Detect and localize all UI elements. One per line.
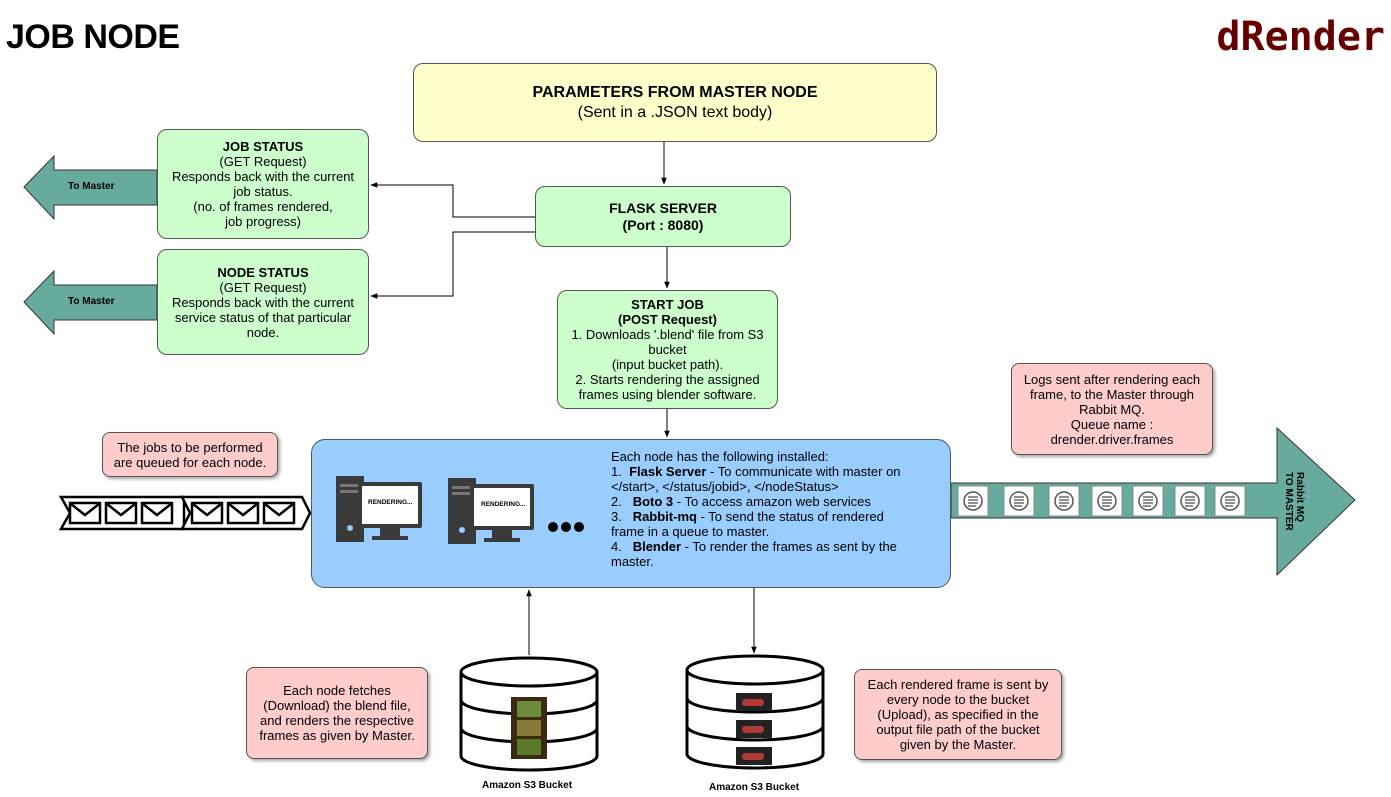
node-status-line: Responds back with the current (171, 294, 355, 310)
message-icon (1132, 485, 1164, 517)
film-icon (511, 697, 547, 759)
installed-software-list: Each node has the following installed: 1… (611, 449, 941, 569)
message-icon (1091, 485, 1123, 517)
ellipsis-icon (548, 522, 558, 532)
message-icon (1174, 485, 1206, 517)
job-status-line: (GET Request) (219, 154, 307, 169)
computer-icon (448, 478, 534, 544)
fetch-note-line: (Download) the blend file, (263, 698, 411, 713)
computers-group (336, 476, 584, 544)
logs-note: Logs sent after rendering each frame, to… (1011, 363, 1213, 455)
car-image-icon (736, 693, 772, 765)
queue-note-line: The jobs to be performed (117, 439, 263, 455)
rendering-label: RENDERING... (368, 499, 413, 506)
to-master-label: To Master (68, 296, 115, 307)
upload-note: Each rendered frame is sent by every nod… (854, 669, 1062, 760)
page-title: JOB NODE (6, 18, 180, 56)
start-job-method: (POST Request) (618, 312, 717, 327)
rabbit-mq-label: Rabbit MQ TO MASTER (1283, 472, 1305, 531)
rabbit-mq-label-line: Rabbit MQ (1294, 472, 1305, 522)
arrow-flask-to-node-status (370, 231, 535, 299)
job-status-line: Responds back with the current (171, 169, 355, 184)
installed-item: 4. Blender - To render the frames as sen… (611, 539, 897, 554)
upload-note-line: output file path of the bucket (876, 722, 1040, 737)
brand-logo: dRender (1216, 14, 1385, 60)
start-job-line: bucket (648, 342, 687, 357)
message-icon (1048, 485, 1080, 517)
params-title: PARAMETERS FROM MASTER NODE (532, 83, 818, 101)
upload-note-line: every node to the bucket (886, 692, 1030, 707)
params-subtitle: (Sent in a .JSON text body) (577, 103, 773, 121)
rabbit-mq-label-line: TO MASTER (1283, 472, 1294, 531)
flask-title: FLASK SERVER (609, 199, 717, 216)
s3-bucket-label: Amazon S3 Bucket (707, 781, 802, 794)
installed-item: 1. Flask Server - To communicate with ma… (611, 464, 901, 479)
node-status-line: node. (246, 324, 280, 340)
installed-item-cont: </start>, </status/jobid>, </nodeStatus> (611, 479, 839, 494)
start-job-line: 1. Downloads '.blend' file from S3 (571, 327, 764, 342)
logs-note-line: Queue name : (1070, 416, 1154, 432)
envelope-icon (104, 501, 138, 525)
queue-note-line: are queued for each node. (113, 454, 267, 470)
computer-icon (336, 476, 422, 542)
installed-item-cont: frame in a queue to master. (611, 524, 770, 539)
logs-note-line: frame, to the Master through (1029, 386, 1195, 402)
node-status-box: NODE STATUS (GET Request) Responds back … (157, 249, 369, 355)
start-job-line: (input bucket path). (611, 357, 724, 372)
upload-note-line: (Upload), as specified in the (877, 707, 1039, 722)
fetch-note: Each node fetches (Download) the blend f… (246, 667, 428, 759)
message-icon (957, 485, 989, 517)
fetch-note-line: and renders the respective (260, 713, 414, 728)
start-job-line: frames using blender software. (578, 387, 757, 402)
message-icon (1003, 485, 1035, 517)
node-status-line: service status of that particular (174, 309, 352, 325)
queue-note: The jobs to be performed are queued for … (102, 432, 278, 477)
rendering-label: RENDERING... (481, 501, 526, 508)
node-status-title: NODE STATUS (217, 264, 309, 280)
start-job-box: START JOB (POST Request) 1. Downloads '.… (557, 290, 778, 409)
fetch-note-line: Each node fetches (283, 683, 391, 698)
installed-item-cont: master. (611, 554, 654, 569)
envelope-icon (262, 501, 296, 525)
job-status-line: job status. (233, 184, 293, 199)
installed-item: 2. Boto 3 - To access amazon web service… (611, 494, 871, 509)
logs-note-line: Logs sent after rendering each (1023, 371, 1201, 387)
installed-item: 3. Rabbit-mq - To send the status of ren… (611, 509, 884, 524)
flask-port: (Port : 8080) (622, 216, 704, 233)
job-status-line: job progress) (225, 214, 301, 229)
message-icon (1214, 485, 1246, 517)
s3-bucket-label: Amazon S3 Bucket (480, 779, 575, 792)
start-job-line: 2. Starts rendering the assigned (575, 372, 760, 387)
flask-server-box: FLASK SERVER (Port : 8080) (535, 186, 791, 247)
job-status-title: JOB STATUS (222, 139, 304, 154)
node-status-line: (GET Request) (219, 279, 307, 295)
arrow-flask-to-job-status (370, 182, 535, 218)
envelope-icon (226, 501, 260, 525)
envelope-icon (68, 501, 102, 525)
params-from-master-box: PARAMETERS FROM MASTER NODE (Sent in a .… (413, 63, 937, 142)
envelope-icon (190, 501, 224, 525)
installed-intro: Each node has the following installed: (611, 449, 829, 464)
job-status-line: (no. of frames rendered, (193, 199, 333, 214)
start-job-title: START JOB (631, 297, 704, 312)
envelope-icon (140, 501, 174, 525)
logs-note-line: Rabbit MQ. (1079, 401, 1145, 417)
to-master-label: To Master (68, 181, 115, 192)
fetch-note-line: frames as given by Master. (259, 728, 415, 743)
job-status-box: JOB STATUS (GET Request) Responds back w… (157, 129, 369, 239)
upload-note-line: Each rendered frame is sent by (867, 677, 1049, 692)
logs-note-line: drender.driver.frames (1050, 431, 1174, 447)
upload-note-line: given by the Master. (899, 737, 1017, 752)
